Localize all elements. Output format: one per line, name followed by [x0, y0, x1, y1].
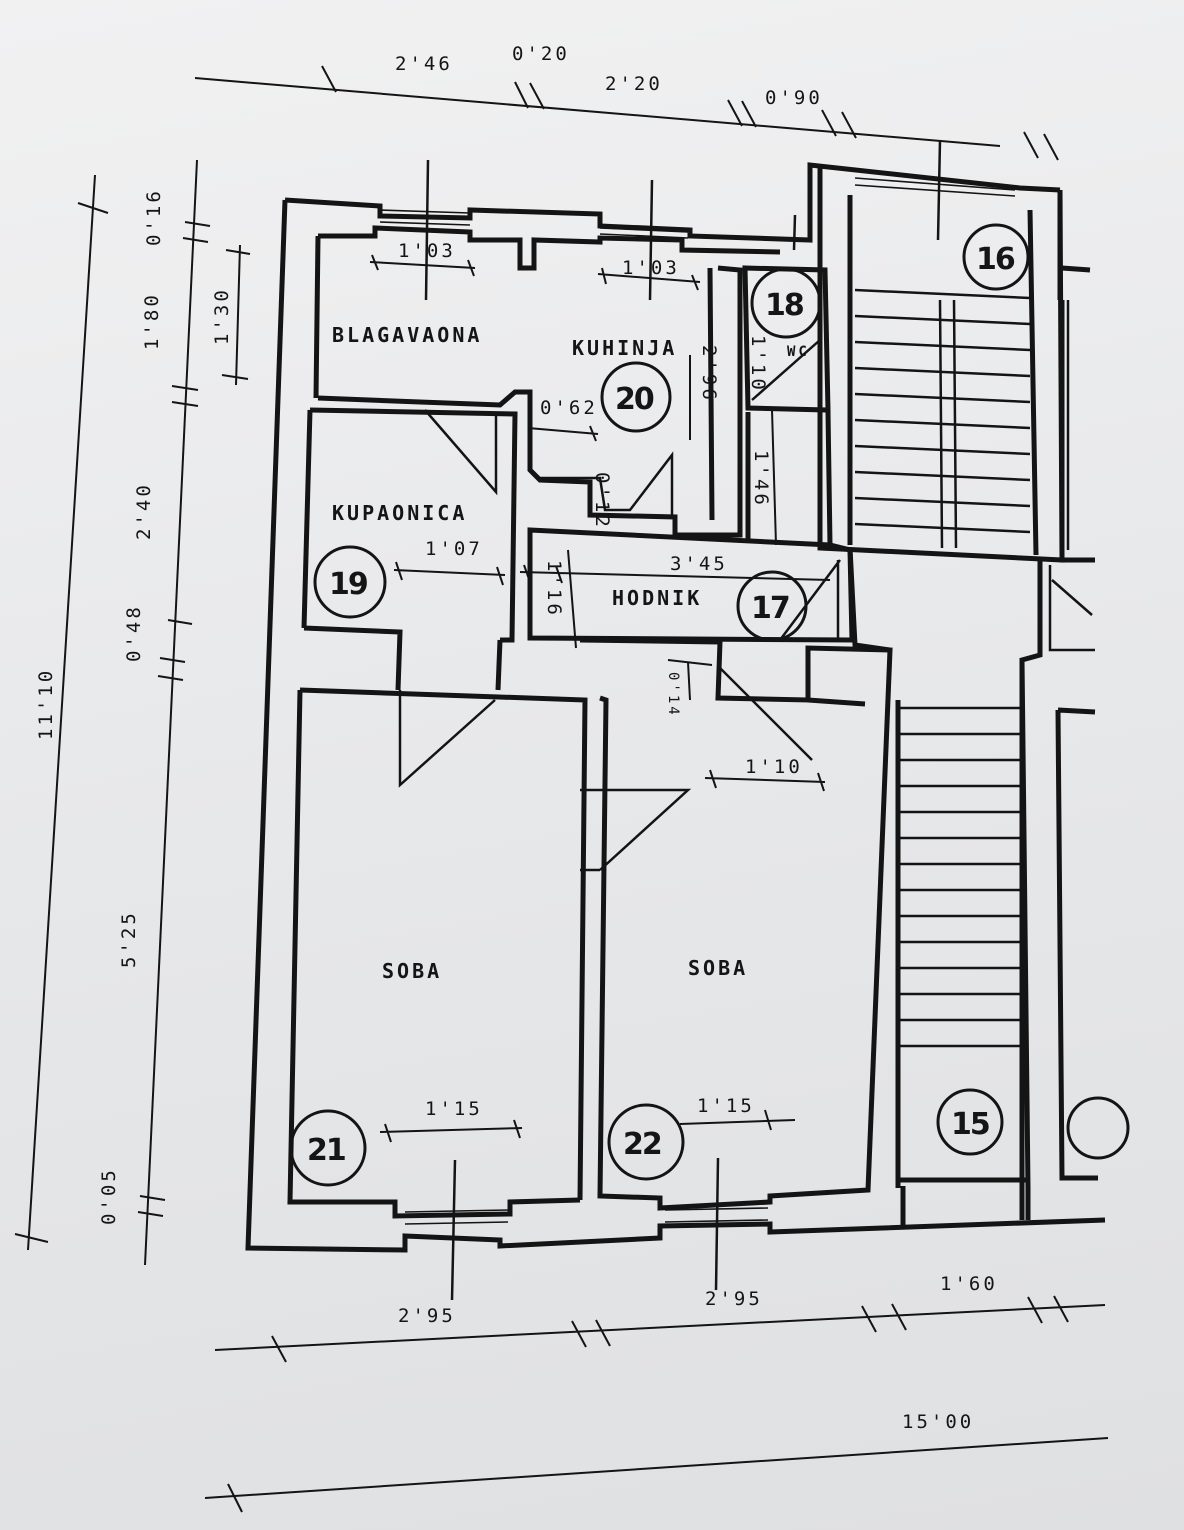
room-label-kupaonica: KUPAONICA	[332, 501, 467, 525]
room-number-circle-partial	[1066, 1096, 1130, 1160]
wc-room: 1'46 1'10 WC 18	[742, 265, 833, 546]
left-dim-5: 5'25	[118, 910, 140, 968]
bathroom-room: KUPAONICA 1'07 19	[303, 407, 518, 691]
room-number-18: 18	[765, 288, 804, 323]
room-number-circle-22	[607, 1103, 685, 1181]
neighbouring-flat-edge	[1019, 265, 1130, 1220]
room-number-21: 21	[307, 1133, 345, 1168]
left-dim-2: 1'80	[141, 292, 163, 350]
window-dim-22: 1'15	[697, 1095, 755, 1117]
wc-width-dim: 1'10	[747, 335, 769, 393]
left-dim-1: 0'16	[143, 188, 165, 246]
room-number-20: 20	[615, 382, 654, 417]
room-number-15: 15	[951, 1107, 989, 1142]
kitchen-nib-dim: 0'62	[540, 397, 598, 419]
left-total-dim: 11'10	[35, 668, 57, 740]
room-number-circle-21	[289, 1109, 367, 1187]
kitchen-window-dim-right: 1'03	[622, 257, 680, 279]
top-windows	[379, 139, 1016, 301]
room-label-hodnik: HODNIK	[612, 586, 702, 610]
hallway-width-dim: 3'45	[670, 553, 728, 575]
top-dim-3: 2'20	[605, 73, 663, 95]
room-number-17: 17	[751, 591, 789, 626]
room-number-22: 22	[623, 1127, 661, 1162]
bottom-total-dim: 15'00	[902, 1411, 974, 1433]
left-inner-dim: 1'30	[211, 287, 233, 345]
room-label-wc: WC	[787, 344, 810, 360]
door-nib-dim: 0'14	[665, 672, 681, 718]
bottom-dim-3: 1'60	[940, 1273, 998, 1295]
room-number-16: 16	[976, 242, 1015, 277]
room-number-19: 19	[329, 567, 367, 602]
room-label-soba-left: SOBA	[382, 959, 442, 983]
kitchen-dining-room: BLAGAVAONA KUHINJA 1'03 1'03 0'62 2'96 0…	[317, 240, 743, 538]
stairwell: 16 15	[817, 168, 1065, 1225]
room-number-circle-17	[736, 570, 808, 642]
top-dim-4: 0'90	[765, 87, 823, 109]
window-dim-21: 1'15	[425, 1098, 483, 1120]
bottom-dim-1: 2'95	[398, 1305, 456, 1327]
kitchen-depth-dim: 2'96	[698, 345, 720, 403]
left-dim-4: 0'48	[123, 604, 145, 662]
bottom-dimension-lines: 2'95 2'95 1'60 15'00	[204, 1273, 1109, 1513]
bedroom-21: SOBA 1'15 21	[289, 687, 588, 1301]
left-dim-6: 0'05	[98, 1167, 120, 1225]
room-number-circle-16	[962, 223, 1030, 291]
room-label-blagavaona: BLAGAVAONA	[332, 323, 482, 347]
left-dimension-lines: 11'10 0'16 1'80 2'40 0'48 5'25 0'05 1'30	[14, 159, 251, 1266]
left-dim-3: 2'40	[133, 482, 155, 540]
top-dim-1: 2'46	[395, 53, 453, 75]
kitchen-small-dim: 0'12	[591, 472, 613, 530]
top-dimension-line: 2'46 0'20 2'20 0'90	[194, 43, 1059, 161]
top-dim-2: 0'20	[512, 43, 570, 65]
room-label-kuhinja: KUHINJA	[572, 336, 677, 360]
wc-depth-dim: 1'46	[750, 450, 772, 508]
hallway-room: 3'45 1'16 HODNIK 17	[519, 527, 855, 649]
outer-walls	[245, 162, 1106, 1253]
hallway-depth-dim: 1'16	[543, 560, 565, 618]
room22-door-dim: 1'10	[745, 756, 803, 778]
room-number-circle-19	[313, 545, 387, 619]
room-label-soba-right: SOBA	[688, 956, 748, 980]
kitchen-window-dim-left: 1'03	[398, 240, 456, 262]
room-number-circle-20	[600, 361, 672, 433]
bathroom-width-dim: 1'07	[425, 538, 483, 560]
bedroom-22: SOBA 1'10 0'14 1'15 22	[579, 637, 893, 1291]
bottom-dim-2: 2'95	[705, 1288, 763, 1310]
room-number-circle-15	[936, 1088, 1004, 1156]
